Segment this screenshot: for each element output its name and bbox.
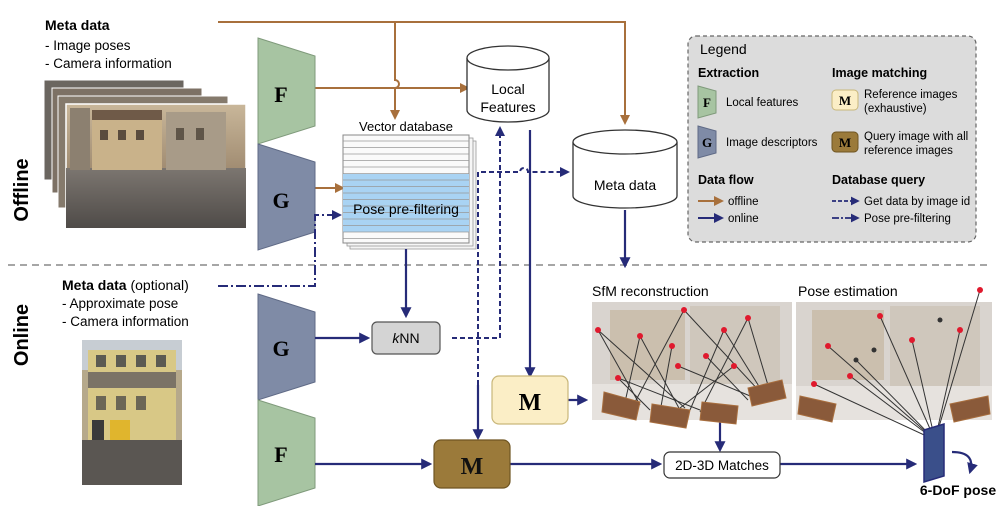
offline-G-label: G [272,188,289,213]
query-matching-block [433,439,511,489]
meta-data-db [572,129,678,209]
output-pose-label: 6-DoF pose [920,482,996,498]
offline-section-label: Offline [11,158,33,221]
query-M-label: M [461,454,484,480]
legend-G-letter: G [702,135,712,150]
legend-F-letter: F [703,95,711,110]
offline-meta-title: Meta data [45,17,110,33]
output-arrow [951,450,978,475]
legend-box: Legend Extraction Image matching F Local… [687,35,977,243]
offline-meta-item: - Camera information [45,56,172,71]
knn-label: kNN [392,330,419,346]
legend-dbquery-heading: Database query [832,173,925,187]
database-query-arrows [218,126,570,385]
online-meta-title-main: Meta data [62,277,127,293]
local-features-db [466,45,550,123]
matches-label: 2D-3D Matches [675,458,769,473]
legend-offline: offline [728,196,758,208]
knn-k: k [392,330,400,346]
online-G-label: G [272,336,289,361]
query-image [82,340,182,485]
offline-F-label: F [274,82,287,107]
sfm-reconstruction-render [592,302,792,429]
legend-matching-heading: Image matching [832,66,927,80]
online-flow-arrows [315,130,918,470]
reference-M-label: M [519,390,542,416]
pose-prefilter-label: Pose pre-filtering [353,201,459,217]
vector-database [342,134,477,250]
online-meta-item: - Approximate pose [62,296,178,311]
online-descriptor-extractor [257,293,316,401]
online-meta-title: Meta data (optional) [62,277,189,293]
legend-query-2: reference images [864,145,953,157]
legend-F-icon [697,85,717,119]
legend-ref-images-1: Reference images [864,89,958,101]
legend-extraction-heading: Extraction [698,66,759,80]
pose-estimation-title: Pose estimation [798,283,898,299]
reference-images-stack [43,79,247,229]
offline-local-features-extractor [257,37,316,145]
legend-online: online [728,213,759,225]
online-F-label: F [274,442,287,467]
knn-block [371,321,441,355]
query-camera-icon [923,422,945,484]
legend-M-ref-icon [831,89,859,111]
legend-dataflow-heading: Data flow [698,173,754,187]
legend-M-query-icon [831,131,859,153]
local-features-label-2: Features [480,99,535,115]
legend-image-descriptors: Image descriptors [726,137,818,149]
local-features-label-1: Local [491,81,524,97]
legend-local-features: Local features [726,97,798,109]
matches-block [663,451,781,479]
meta-data-label: Meta data [594,177,656,193]
pose-estimation-render [796,287,992,441]
online-meta-optional: (optional) [127,277,189,293]
legend-ref-images-2: (exhaustive) [864,103,927,115]
online-local-features-extractor [257,399,316,506]
knn-nn: NN [399,330,419,346]
pose-prefilter-region [343,174,469,232]
vector-database-title: Vector database [359,119,453,134]
reference-matching-block [491,375,569,425]
legend-G-icon [697,125,717,159]
legend-title: Legend [700,41,747,57]
legend-pose-prefilter: Pose pre-filtering [864,213,951,225]
sfm-title: SfM reconstruction [592,283,709,299]
legend-M-query-letter: M [839,135,851,150]
legend-get-by-id: Get data by image id [864,196,970,208]
online-meta-item: - Camera information [62,314,189,329]
offline-meta-item: - Image poses [45,38,131,53]
legend-M-ref-letter: M [839,93,851,108]
offline-flow-arrows [218,21,630,193]
online-section-label: Online [11,304,33,366]
legend-query-1: Query image with all [864,131,968,143]
